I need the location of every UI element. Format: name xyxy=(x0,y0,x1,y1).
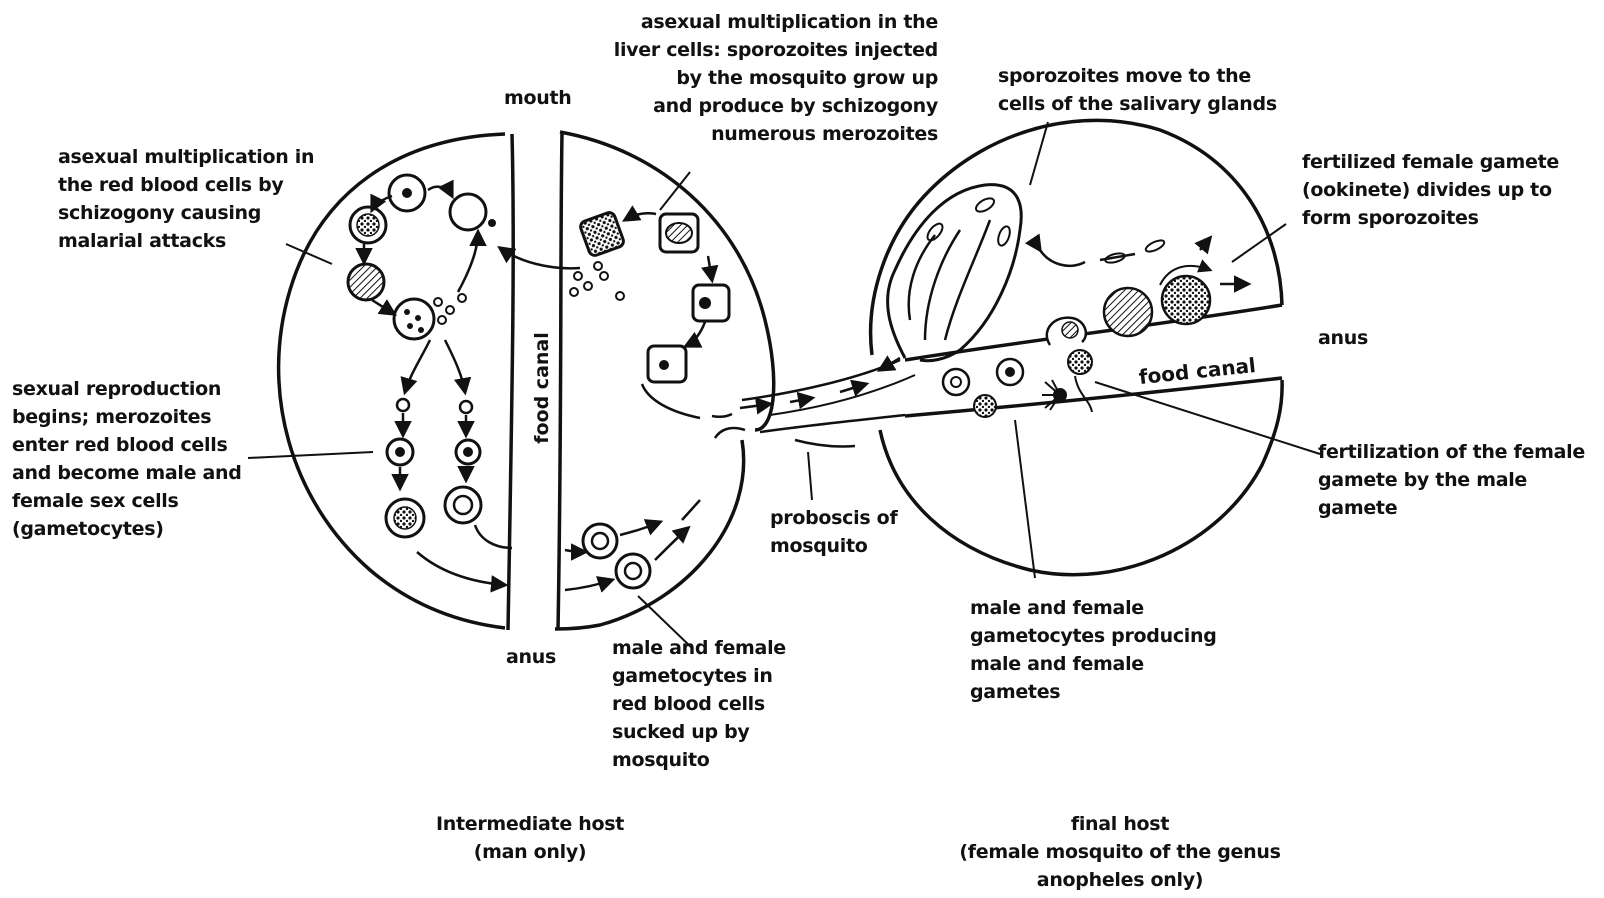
human-anus-label: anus xyxy=(506,643,556,671)
mosquito-anus-label: anus xyxy=(1318,324,1368,352)
human-host-circle xyxy=(279,132,774,629)
liver-multiplication-label: asexual multiplication in the liver cell… xyxy=(560,8,938,148)
sporozoites-move-label: sporozoites move to the cells of the sal… xyxy=(998,62,1277,118)
red-blood-cell-label: asexual multiplication in the red blood … xyxy=(58,143,314,255)
intermediate-host-caption: Intermediate host (man only) xyxy=(400,810,660,866)
mouth-label: mouth xyxy=(504,84,572,112)
final-host-caption: final host (female mosquito of the genus… xyxy=(930,810,1310,894)
red-blood-cell-cycle xyxy=(348,175,496,339)
ookinete-label: fertilized female gamete (ookinete) divi… xyxy=(1302,148,1559,232)
gametocytes-sucked-label: male and female gametocytes in red blood… xyxy=(612,634,786,774)
oocysts xyxy=(1047,238,1248,345)
proboscis-label: proboscis of mosquito xyxy=(770,504,897,560)
human-food-canal-label: food canal xyxy=(531,332,553,444)
fertilization-label: fertilization of the female gamete by th… xyxy=(1318,438,1585,522)
sexual-reproduction-label: sexual reproduction begins; merozoites e… xyxy=(12,375,242,543)
gametocytes-producing-label: male and female gametocytes producing ma… xyxy=(970,594,1217,706)
mosquito-proboscis xyxy=(715,358,915,447)
mosquito-host-circle xyxy=(871,120,1282,574)
